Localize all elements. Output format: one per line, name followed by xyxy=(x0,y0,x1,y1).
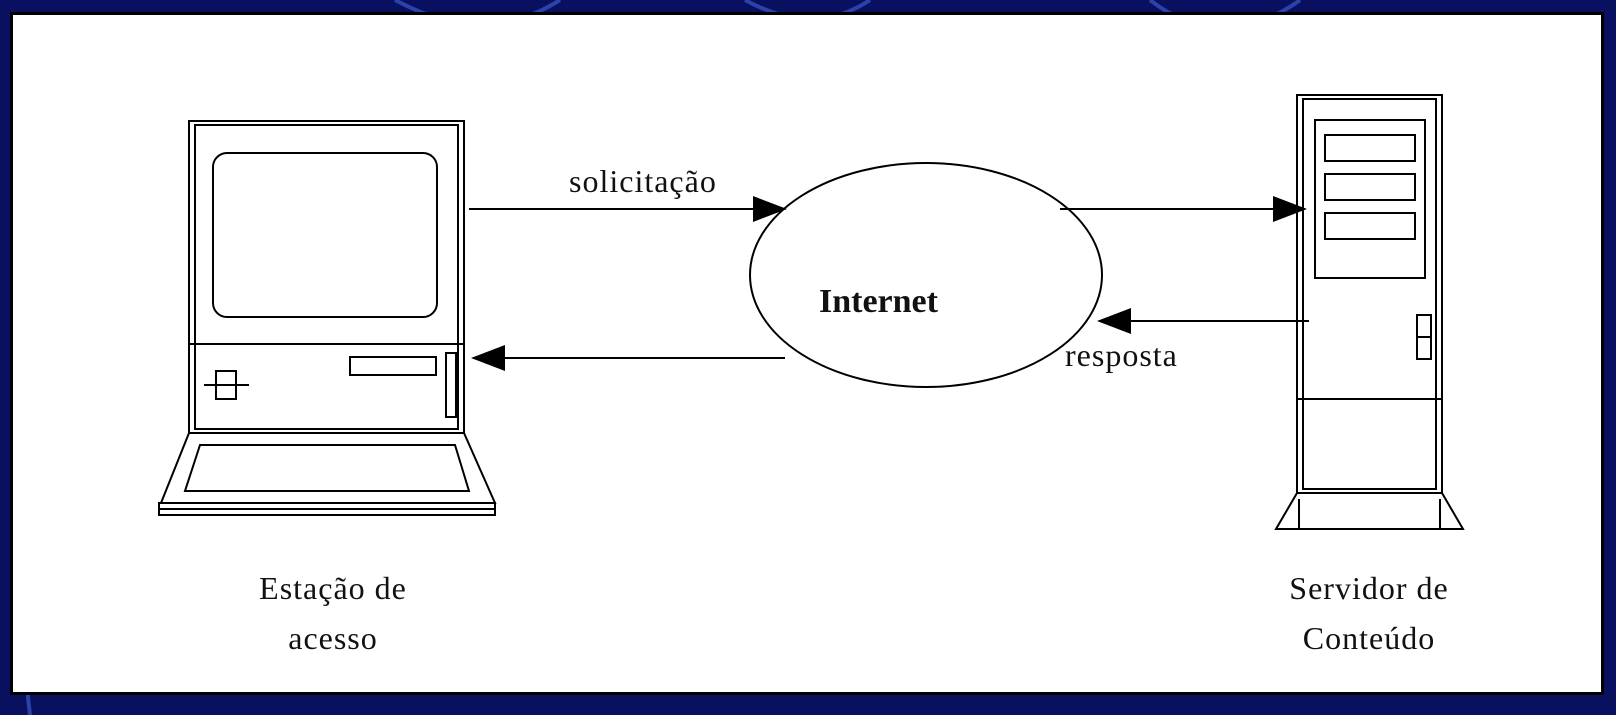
network-diagram xyxy=(158,94,1465,530)
internet-label: Internet xyxy=(819,283,938,320)
server-label-line1: Servidor de xyxy=(1289,570,1449,606)
desktop-computer-icon xyxy=(158,120,497,516)
diagram-panel: solicitação resposta Internet Estação de… xyxy=(10,12,1604,695)
server-label: Servidor de Conteúdo xyxy=(1249,563,1489,663)
response-label: resposta xyxy=(1065,337,1178,373)
request-label: solicitação xyxy=(569,163,717,199)
tower-server-icon xyxy=(1274,94,1465,530)
client-label: Estação de acesso xyxy=(163,563,503,663)
client-label-line2: acesso xyxy=(288,620,378,656)
client-label-line1: Estação de xyxy=(259,570,407,606)
internet-cloud xyxy=(749,162,1103,388)
server-label-line2: Conteúdo xyxy=(1302,620,1436,656)
